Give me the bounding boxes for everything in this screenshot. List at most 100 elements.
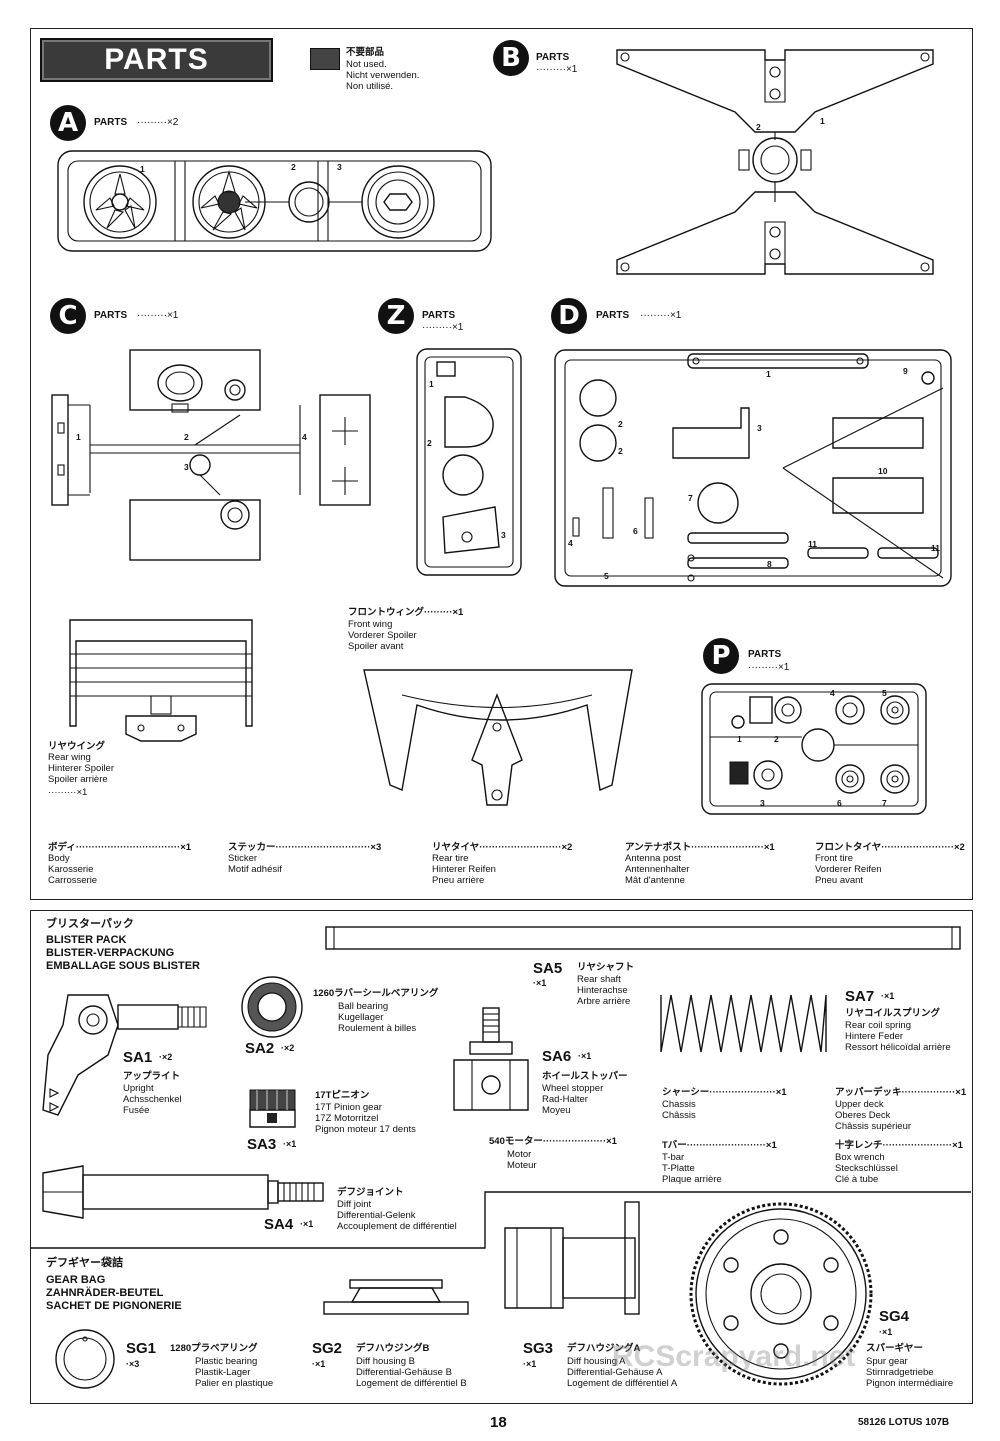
parts-title: PARTS xyxy=(104,43,209,76)
p-num-1: 1 xyxy=(737,734,742,744)
sa3-code: SA3 xyxy=(247,1136,277,1153)
sg1-code: SG1 xyxy=(126,1340,157,1357)
b-num-2: 2 xyxy=(756,122,761,132)
sa6-en: Wheel stopper xyxy=(542,1083,604,1094)
sa7-fr: Ressort hélicoïdal arrière xyxy=(845,1042,951,1053)
rear-wing-fr: Spoiler arrière xyxy=(48,774,108,785)
upper-deck-en: Upper deck xyxy=(835,1099,884,1110)
c-num-4: 4 xyxy=(302,432,307,442)
chassis-jp: シャーシー·····················×1 xyxy=(662,1087,787,1098)
sa2-fr: Roulement à billes xyxy=(338,1023,417,1034)
gearbag-divider xyxy=(30,1191,971,1249)
sticker-en: Sticker xyxy=(228,853,258,864)
not-used-swatch xyxy=(310,48,340,70)
sg4-de: Stirnradgetriebe xyxy=(866,1367,934,1378)
sa2-de: Kugellager xyxy=(338,1012,384,1023)
gearbag-jp: デフギヤー袋詰 xyxy=(46,1257,123,1269)
sg3-fr: Logement de différentiel A xyxy=(567,1378,678,1389)
d-num-7: 7 xyxy=(688,493,693,503)
sg4-jp: スパーギヤー xyxy=(866,1343,924,1354)
sg1-jp: 1280プラベアリング xyxy=(170,1343,258,1354)
parts-title-box: PARTS xyxy=(40,38,273,82)
sa5-jp: リヤシャフト xyxy=(577,962,635,973)
front-wing-jp: フロントウィング·········×1 xyxy=(348,607,464,618)
p-num-4: 4 xyxy=(830,688,835,698)
sa6-fr: Moyeu xyxy=(542,1105,571,1116)
sprue-a-qty: ·········×2 xyxy=(137,117,179,128)
sg1-qty: ·×3 xyxy=(126,1359,140,1369)
rear-wing-qty: ·········×1 xyxy=(48,787,88,798)
sprue-a-drawing xyxy=(57,150,492,252)
sticker-fr: Motif adhésif xyxy=(228,864,282,875)
model-number: 58126 LOTUS 107B xyxy=(858,1417,950,1428)
sa6-qty: ·×1 xyxy=(578,1051,592,1061)
front-tire-de: Vorderer Reifen xyxy=(815,864,882,875)
sa3-en: 17T Pinion gear xyxy=(315,1102,382,1113)
sprue-d-badge: D xyxy=(551,298,587,334)
rear-wing-en: Rear wing xyxy=(48,752,91,763)
p-num-6: 6 xyxy=(837,798,842,808)
sa1-code: SA1 xyxy=(123,1049,153,1066)
watermark: RCScrapyard.net xyxy=(612,1340,856,1373)
motor-fr: Moteur xyxy=(507,1160,537,1171)
c-num-3: 3 xyxy=(184,462,189,472)
sg2-en: Diff housing B xyxy=(356,1356,415,1367)
body-fr: Carrosserie xyxy=(48,875,98,886)
blister-frame xyxy=(30,910,973,1404)
front-tire-fr: Pneu avant xyxy=(815,875,864,886)
body-jp: ボディ·································×1 xyxy=(48,842,192,853)
sa2-qty: ·×2 xyxy=(281,1043,295,1053)
body-de: Karosserie xyxy=(48,864,94,875)
sa4-diff-joint-drawing xyxy=(42,1165,324,1219)
motor-jp: 540モーター····················×1 xyxy=(489,1136,617,1147)
not-used-fr: Non utilisé. xyxy=(346,81,393,92)
sg4-en: Spur gear xyxy=(866,1356,908,1367)
front-wing-fr: Spoiler avant xyxy=(348,641,404,652)
body-part-front-tire: フロントタイヤ·······················×2 Front t… xyxy=(815,842,965,886)
sa2-bearing-drawing xyxy=(241,976,303,1038)
sprue-d-drawing xyxy=(554,349,952,587)
sa3-fr: Pignon moteur 17 dents xyxy=(315,1124,416,1135)
p-num-3: 3 xyxy=(760,798,765,808)
sg4-qty: ·×1 xyxy=(879,1327,893,1337)
sg2-qty: ·×1 xyxy=(312,1359,326,1369)
sg1-fr: Palier en plastique xyxy=(195,1378,274,1389)
a-num-3: 3 xyxy=(337,162,342,172)
sprue-c-label: PARTS xyxy=(94,310,128,321)
sg2-code: SG2 xyxy=(312,1340,343,1357)
sprue-c-drawing xyxy=(51,349,371,561)
b-num-1: 1 xyxy=(820,116,825,126)
antenna-jp: アンテナポスト·······················×1 xyxy=(625,842,775,853)
d-num-10: 10 xyxy=(878,466,888,476)
rear-tire-jp: リヤタイヤ··························×2 xyxy=(432,842,573,853)
sa5-fr: Arbre arrière xyxy=(577,996,631,1007)
body-part-body: ボディ·································×1 B… xyxy=(48,842,191,886)
sa1-jp: アップライト xyxy=(123,1071,181,1082)
sprue-z-qty: ·········×1 xyxy=(422,322,464,333)
sg1-bearing-drawing xyxy=(55,1329,115,1389)
sa7-jp: リヤコイルスプリング xyxy=(845,1008,941,1019)
sprue-p-qty: ·········×1 xyxy=(748,662,790,673)
not-used-jp: 不要部品 xyxy=(346,47,385,58)
sprue-c-qty: ·········×1 xyxy=(137,310,179,321)
sa2-en: Ball bearing xyxy=(338,1001,389,1012)
sa6-de: Rad-Halter xyxy=(542,1094,588,1105)
sa7-spring-drawing xyxy=(660,994,827,1053)
d-num-5: 5 xyxy=(604,571,609,581)
d-num-2a: 2 xyxy=(618,419,623,429)
d-num-2b: 2 xyxy=(618,446,623,456)
sa3-pinion-drawing xyxy=(249,1089,296,1128)
sa1-qty: ·×2 xyxy=(159,1052,173,1062)
sg3-housing-drawing xyxy=(504,1201,640,1315)
wrench-de: Steckschlüssel xyxy=(835,1163,898,1174)
sa1-en: Upright xyxy=(123,1083,154,1094)
sa7-en: Rear coil spring xyxy=(845,1020,911,1031)
sg4-fr: Pignon intermédiaire xyxy=(866,1378,954,1389)
tbar-fr: Plaque arrière xyxy=(662,1174,722,1185)
body-part-sticker: ステッカー······························×3 St… xyxy=(228,842,381,875)
sprue-z-badge: Z xyxy=(378,298,414,334)
sprue-d-label: PARTS xyxy=(596,310,630,321)
sg2-housing-drawing xyxy=(323,1279,469,1315)
sa5-en: Rear shaft xyxy=(577,974,621,985)
front-tire-en: Front tire xyxy=(815,853,854,864)
